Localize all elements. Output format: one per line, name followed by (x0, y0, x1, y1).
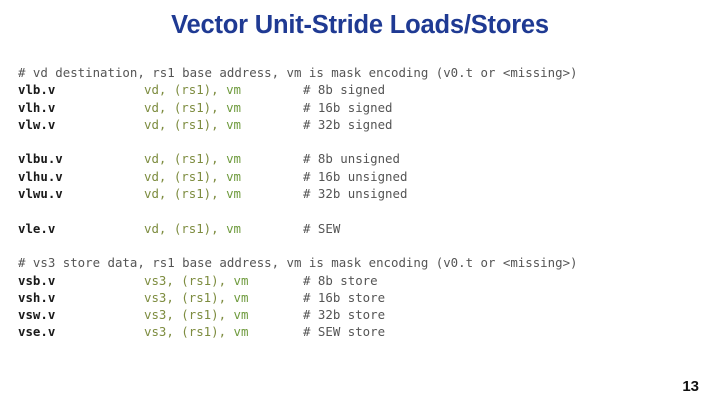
code-spacer (18, 237, 578, 254)
instruction-mnemonic: vsw.v (18, 307, 56, 323)
instruction-comment: # 16b unsigned (303, 168, 408, 184)
code-comment-text: # vd destination, rs1 base address, vm i… (18, 65, 578, 80)
instruction-mask-operand: vm (226, 151, 241, 167)
code-spacer (18, 202, 578, 219)
instruction-mnemonic: vlwu.v (18, 186, 63, 202)
code-line: vle.v vd, (rs1), vm # SEW (18, 220, 578, 237)
code-line: # vd destination, rs1 base address, vm i… (18, 64, 578, 81)
instruction-mnemonic: vlhu.v (18, 168, 63, 184)
code-line: vse.v vs3, (rs1), vm # SEW store (18, 323, 578, 340)
instruction-operands: vd, (rs1), vm (144, 151, 241, 167)
instruction-comment: # 32b signed (303, 116, 393, 132)
instruction-mnemonic: vlh.v (18, 99, 56, 115)
code-line: vlwu.v vd, (rs1), vm # 32b unsigned (18, 185, 578, 202)
instruction-mask-operand: vm (226, 116, 241, 132)
code-line: vlw.v vd, (rs1), vm # 32b signed (18, 116, 578, 133)
instruction-mask-operand: vm (226, 220, 241, 236)
code-line: # vs3 store data, rs1 base address, vm i… (18, 254, 578, 271)
instruction-operands: vd, (rs1), vm (144, 82, 241, 98)
instruction-mask-operand: vm (233, 289, 249, 305)
instruction-mnemonic: vlw.v (18, 116, 56, 132)
code-line: vsw.v vs3, (rs1), vm # 32b store (18, 306, 578, 323)
instruction-mnemonic: vlbu.v (18, 151, 63, 167)
instruction-mask-operand: vm (226, 186, 241, 202)
instruction-comment: # 16b signed (303, 99, 393, 115)
instruction-mask-operand: vm (226, 82, 241, 98)
instruction-operands: vs3, (rs1), vm (144, 324, 249, 340)
code-line: vlh.v vd, (rs1), vm # 16b signed (18, 99, 578, 116)
code-line: vsh.v vs3, (rs1), vm # 16b store (18, 289, 578, 306)
instruction-mask-operand: vm (233, 272, 249, 288)
instruction-mnemonic: vsb.v (18, 272, 56, 288)
instruction-comment: # 8b unsigned (303, 151, 400, 167)
instruction-operands: vd, (rs1), vm (144, 168, 241, 184)
instruction-operands: vd, (rs1), vm (144, 186, 241, 202)
instruction-operands: vd, (rs1), vm (144, 116, 241, 132)
code-line: vsb.v vs3, (rs1), vm # 8b store (18, 272, 578, 289)
instruction-comment: # SEW store (303, 324, 386, 340)
code-line: vlhu.v vd, (rs1), vm # 16b unsigned (18, 168, 578, 185)
instruction-mask-operand: vm (233, 307, 249, 323)
instruction-comment: # 16b store (303, 289, 386, 305)
code-spacer (18, 133, 578, 150)
instruction-mnemonic: vlb.v (18, 82, 56, 98)
instruction-comment: # 8b store (303, 272, 378, 288)
code-comment-text: # vs3 store data, rs1 base address, vm i… (18, 255, 578, 271)
instruction-comment: # 8b signed (303, 82, 386, 98)
page-number: 13 (682, 378, 699, 395)
instruction-comment: # 32b store (303, 307, 386, 323)
instruction-mnemonic: vle.v (18, 220, 56, 236)
instruction-mask-operand: vm (233, 324, 249, 340)
instruction-operands: vs3, (rs1), vm (144, 289, 249, 305)
instruction-comment: # SEW (303, 220, 341, 236)
instruction-operands: vs3, (rs1), vm (144, 307, 249, 323)
instruction-operands: vd, (rs1), vm (144, 220, 241, 236)
code-line: vlb.v vd, (rs1), vm # 8b signed (18, 81, 578, 98)
instruction-operands: vd, (rs1), vm (144, 99, 241, 115)
instruction-operands: vs3, (rs1), vm (144, 272, 249, 288)
instruction-mnemonic: vsh.v (18, 289, 56, 305)
instruction-comment: # 32b unsigned (303, 186, 408, 202)
instruction-mask-operand: vm (226, 99, 241, 115)
instruction-mask-operand: vm (226, 168, 241, 184)
page-title: Vector Unit-Stride Loads/Stores (171, 11, 549, 39)
instruction-mnemonic: vse.v (18, 324, 56, 340)
code-listing: # vd destination, rs1 base address, vm i… (18, 64, 578, 341)
code-line: vlbu.v vd, (rs1), vm # 8b unsigned (18, 150, 578, 167)
